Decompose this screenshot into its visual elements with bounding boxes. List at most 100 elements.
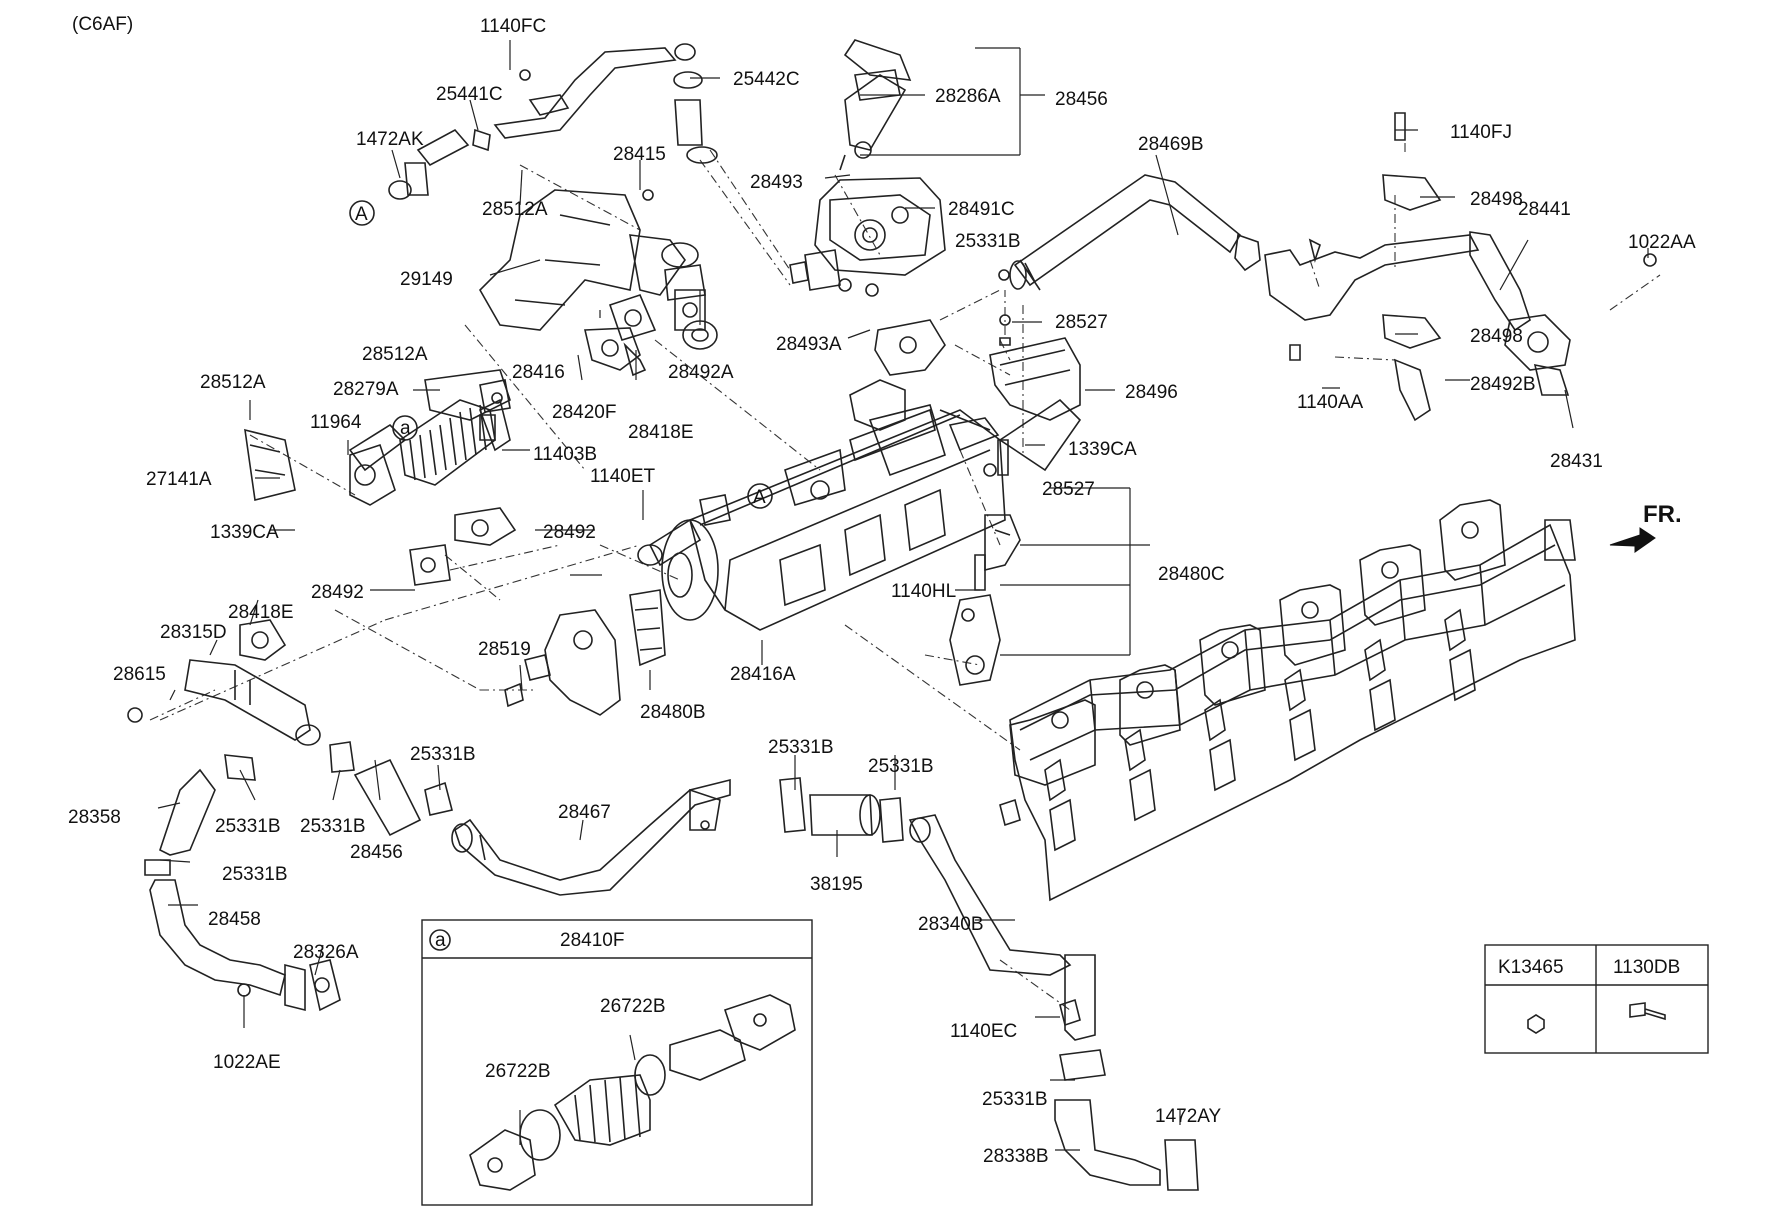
label-38195: 38195	[810, 874, 863, 895]
label-28458: 28458	[208, 909, 261, 930]
inset-marker: a	[435, 930, 446, 951]
inset-title: 28410F	[560, 930, 624, 951]
label-11403B: 11403B	[533, 444, 597, 465]
label-1140HL: 1140HL	[891, 581, 956, 602]
label-28492A: 28492A	[668, 362, 734, 383]
label-28496: 28496	[1125, 382, 1178, 403]
label-28315D: 28315D	[160, 622, 227, 643]
label-28418E-top: 28418E	[628, 422, 694, 443]
label-28491C: 28491C	[948, 199, 1015, 220]
label-28492B: 28492B	[1470, 374, 1536, 395]
model-code-label: (C6AF)	[72, 14, 133, 35]
label-28498-top: 28498	[1470, 189, 1523, 210]
part-cylinder-head	[999, 519, 1576, 902]
label-28415: 28415	[613, 144, 666, 165]
label-25331B-p5: 25331B	[300, 816, 366, 837]
label-28441: 28441	[1518, 199, 1571, 220]
label-28326A: 28326A	[293, 942, 359, 963]
legend-table	[1484, 944, 1709, 1054]
label-28416A: 28416A	[730, 664, 796, 685]
label-1022AA: 1022AA	[1628, 232, 1696, 253]
part-bracket-28519	[504, 589, 666, 716]
part-lower-left-pipes	[127, 619, 453, 1012]
label-28469B: 28469B	[1138, 134, 1204, 155]
assembly-dash-lines	[149, 143, 1661, 1011]
part-egr-valve	[789, 39, 946, 376]
label-1140FC: 1140FC	[480, 16, 546, 37]
label-28492-a: 28492	[543, 522, 596, 543]
label-28493: 28493	[750, 172, 803, 193]
label-25441C: 25441C	[436, 84, 503, 105]
part-right-egr-pipe	[1009, 112, 1657, 422]
front-arrow-icon	[1609, 527, 1656, 553]
label-28498-bot: 28498	[1470, 326, 1523, 347]
label-1022AE: 1022AE	[213, 1052, 281, 1073]
label-28467: 28467	[558, 802, 611, 823]
label-28512A-mid: 28512A	[362, 344, 428, 365]
label-28456-bot: 28456	[350, 842, 403, 863]
inset-label-26722B-lower: 26722B	[485, 1061, 551, 1082]
label-28480B: 28480B	[640, 702, 706, 723]
label-25331B-p2: 25331B	[768, 737, 834, 758]
label-25331B-egr: 25331B	[955, 231, 1021, 252]
bolt-icon	[1629, 1002, 1666, 1021]
part-heat-shield-28496	[989, 337, 1081, 421]
inset-label-26722B-upper: 26722B	[600, 996, 666, 1017]
callout-a-circle	[392, 415, 418, 441]
label-28527-top: 28527	[1055, 312, 1108, 333]
part-egr-cooler-shield	[479, 189, 718, 377]
label-25331B-p6: 25331B	[222, 864, 288, 885]
part-lower-middle-pipes	[451, 777, 1199, 1191]
inset-28410F	[421, 919, 813, 1206]
label-28286A: 28286A	[935, 86, 1001, 107]
callout-A-mid: A	[753, 487, 766, 508]
label-28418E-left: 28418E	[228, 602, 294, 623]
label-28416: 28416	[512, 362, 565, 383]
label-25331B-p7: 25331B	[982, 1089, 1048, 1110]
label-25331B-p4: 25331B	[215, 816, 281, 837]
label-28340B: 28340B	[918, 914, 984, 935]
legend-col1: K13465	[1498, 957, 1564, 978]
nut-icon	[1527, 1014, 1545, 1034]
label-28358: 28358	[68, 807, 121, 828]
label-1140ET: 1140ET	[590, 466, 656, 487]
part-bracket-28480C	[949, 269, 1082, 686]
callout-A-circle-mid	[747, 483, 773, 509]
part-egr-bellows	[244, 369, 511, 506]
label-1140AA: 1140AA	[1297, 392, 1364, 413]
label-28431: 28431	[1550, 451, 1603, 472]
label-28512A-top: 28512A	[482, 199, 548, 220]
label-25442C: 25442C	[733, 69, 800, 90]
label-28527-mid: 28527	[1042, 479, 1095, 500]
label-1472AK: 1472AK	[356, 129, 424, 150]
label-1339CA-left: 1339CA	[210, 522, 279, 543]
legend-col2: 1130DB	[1613, 957, 1680, 978]
callout-A-top: A	[355, 204, 368, 225]
callout-A-circle-top	[349, 200, 375, 226]
label-28279A: 28279A	[333, 379, 399, 400]
label-25331B-p1: 25331B	[410, 744, 476, 765]
label-28456-top: 28456	[1055, 89, 1108, 110]
label-28420F: 28420F	[552, 402, 616, 423]
label-1140EC: 1140EC	[950, 1021, 1017, 1042]
label-28615: 28615	[113, 664, 166, 685]
callout-a: a	[400, 418, 411, 439]
label-1472AY: 1472AY	[1155, 1106, 1222, 1127]
part-labels: (C6AF) FR. A A a a 28410F 26722B 26722B …	[68, 14, 1696, 1167]
part-upper-egr-tube	[388, 43, 718, 200]
label-25331B-p3: 25331B	[868, 756, 934, 777]
label-27141A: 27141A	[146, 469, 212, 490]
label-28338B: 28338B	[983, 1146, 1049, 1167]
label-29149: 29149	[400, 269, 453, 290]
part-egr-cooler	[637, 379, 1006, 631]
part-cylinder-head-covers	[1009, 499, 1506, 786]
label-28492-b: 28492	[311, 582, 364, 603]
label-28493A: 28493A	[776, 334, 842, 355]
label-1339CA-right: 1339CA	[1068, 439, 1137, 460]
direction-label: FR.	[1643, 501, 1682, 528]
label-28519: 28519	[478, 639, 531, 660]
part-gaskets	[409, 289, 706, 586]
label-11964: 11964	[310, 412, 362, 433]
